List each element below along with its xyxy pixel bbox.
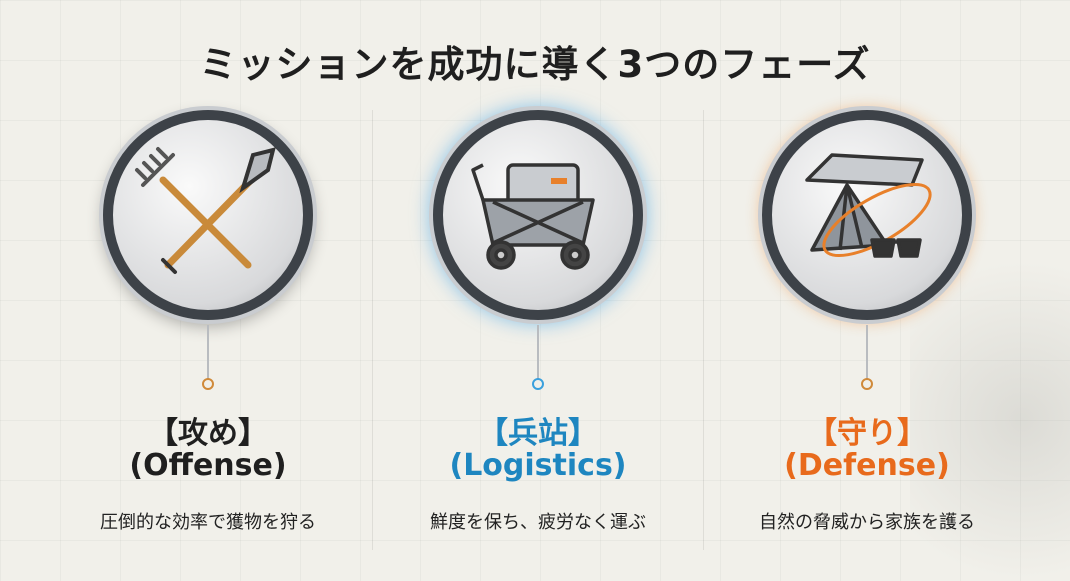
phase-label: 【兵站】 bbox=[478, 416, 598, 451]
phase-label: 【攻め】 bbox=[148, 416, 268, 451]
phase-english: (Defense) bbox=[784, 448, 950, 483]
connector-dot bbox=[861, 378, 873, 390]
logistics-badge bbox=[433, 110, 643, 320]
phase-english: (Offense) bbox=[129, 448, 287, 483]
phase-offense: 【攻め】 (Offense) 圧倒的な効率で獲物を狩る bbox=[43, 0, 373, 581]
offense-badge bbox=[103, 110, 313, 320]
tent-sunglasses-icon bbox=[805, 153, 932, 258]
phase-defense: 【守り】 (Defense) 自然の脅威から家族を護る bbox=[702, 0, 1032, 581]
defense-badge bbox=[762, 110, 972, 320]
column-divider bbox=[703, 110, 704, 550]
phase-description: 圧倒的な効率で獲物を狩る bbox=[100, 512, 316, 533]
connector-line bbox=[866, 325, 868, 380]
connector-dot bbox=[202, 378, 214, 390]
connector-line bbox=[537, 325, 539, 380]
phase-logistics: 【兵站】 (Logistics) 鮮度を保ち、疲労なく運ぶ bbox=[373, 0, 703, 581]
page-title: ミッションを成功に導く3つのフェーズ bbox=[199, 43, 871, 86]
phase-english: (Logistics) bbox=[449, 448, 627, 483]
phase-description: 鮮度を保ち、疲労なく運ぶ bbox=[430, 512, 646, 533]
phase-description: 自然の脅威から家族を護る bbox=[759, 512, 975, 533]
connector-dot bbox=[532, 378, 544, 390]
phase-label: 【守り】 bbox=[807, 416, 927, 451]
wagon-cooler-icon bbox=[471, 163, 595, 270]
connector-line bbox=[207, 325, 209, 380]
column-divider bbox=[372, 110, 373, 550]
rake-shovel-icon bbox=[135, 147, 276, 274]
